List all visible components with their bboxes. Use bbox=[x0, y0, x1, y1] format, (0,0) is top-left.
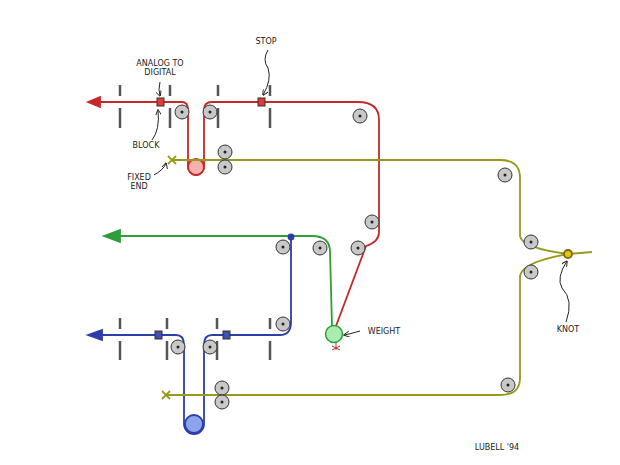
callout-label: BLOCK bbox=[128, 140, 164, 151]
callout-label: ANALOG TO DIGITAL bbox=[128, 58, 192, 78]
callout-label: STOP bbox=[250, 36, 282, 47]
weight-ball bbox=[326, 326, 343, 343]
callout-label: WEIGHT bbox=[361, 326, 407, 337]
callout-label: KNOT bbox=[552, 324, 584, 335]
guide-bars bbox=[120, 85, 270, 360]
olive-string bbox=[162, 156, 592, 399]
signature: LUBELL '94 bbox=[466, 442, 528, 453]
red-string bbox=[88, 97, 379, 326]
callout-label: FIXED END bbox=[124, 172, 154, 192]
blue-string bbox=[88, 235, 294, 435]
green-string bbox=[104, 230, 332, 326]
blocks bbox=[155, 98, 265, 339]
leader-lines bbox=[152, 50, 569, 350]
pulleys bbox=[171, 105, 538, 409]
